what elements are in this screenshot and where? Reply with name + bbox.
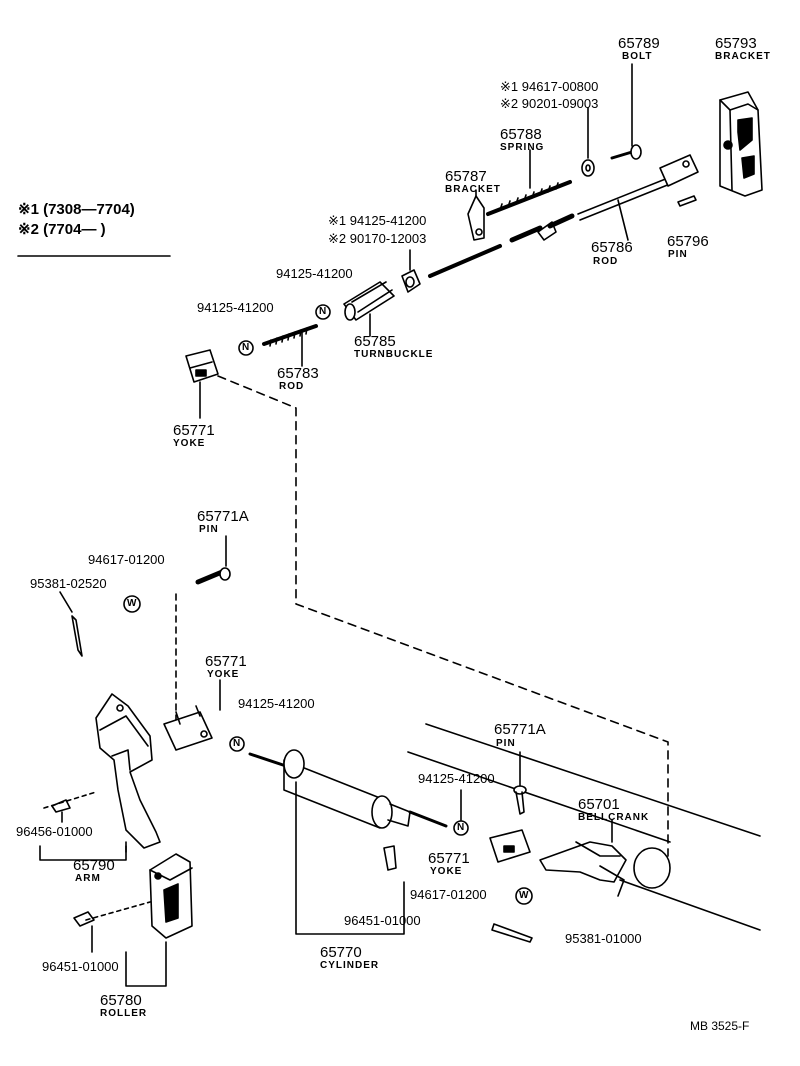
part-number-65771A-bot: 65771A <box>494 721 546 738</box>
legend-line-1: ※1 (7308—7704) <box>18 201 135 218</box>
washer-w-drawing-2 <box>515 887 533 905</box>
part-95381-01000: 95381-01000 <box>565 931 642 946</box>
part-name-rod-65786: ROD <box>593 256 619 267</box>
part-number-65701: 65701 <box>578 796 620 813</box>
washer-90201-drawing <box>581 159 595 177</box>
part-96451-01000-roller: 96451-01000 <box>42 959 119 974</box>
washer-mark-n-3: N <box>233 738 241 749</box>
pin-65771A-top-drawing <box>195 535 231 585</box>
part-name-yoke-top: YOKE <box>173 438 206 449</box>
part-number-65771A-top: 65771A <box>197 508 249 525</box>
washer-n-drawing-1 <box>315 304 331 320</box>
cotter-pin-95381-01000 <box>491 923 533 943</box>
part-name-roller: ROLLER <box>100 1008 148 1019</box>
turnbuckle-65785-drawing <box>343 281 395 337</box>
part-name-pin-65796: PIN <box>668 249 688 260</box>
pin-65771A-bot-drawing <box>513 751 527 815</box>
fitting-96456-drawing <box>51 799 71 813</box>
part-number-65771-top: 65771 <box>173 422 215 439</box>
washer-mark-n-2: N <box>242 342 250 353</box>
bolt-65789-drawing <box>610 63 642 160</box>
yoke-65771-mid-drawing <box>163 679 221 751</box>
part-name-rod-65783: ROD <box>279 381 305 392</box>
part-94125-41200-turnbuckle: 94125-41200 <box>276 266 353 281</box>
part-number-65785: 65785 <box>354 333 396 350</box>
washer-mark-n-4: N <box>457 822 465 833</box>
part-94617-01200-bot: 94617-01200 <box>410 887 487 902</box>
part-94125-41200-ref1: ※1 94125-41200 <box>328 213 427 228</box>
part-name-yoke-mid: YOKE <box>207 669 240 680</box>
bracket-65787-drawing <box>467 189 485 241</box>
part-number-65771-mid: 65771 <box>205 653 247 670</box>
washer-n-drawing-4 <box>453 820 469 836</box>
part-name-yoke-bot: YOKE <box>430 866 463 877</box>
washer-w-drawing-1 <box>123 595 141 613</box>
bellcrank-65701-drawing <box>407 723 761 931</box>
part-number-65787: 65787 <box>445 168 487 185</box>
part-number-65796: 65796 <box>667 233 709 250</box>
rod-65783-drawing <box>262 324 318 367</box>
bracket-65793-drawing <box>719 91 763 197</box>
washer-mark-w-2: W <box>519 890 529 901</box>
part-94617-00800: ※1 94617-00800 <box>500 79 599 94</box>
part-94617-01200-top: 94617-01200 <box>88 552 165 567</box>
part-number-65788: 65788 <box>500 126 542 143</box>
fitting-96451-cyl-drawing <box>383 845 397 871</box>
part-94125-41200-lower: 94125-41200 <box>418 771 495 786</box>
connection-dashed-main <box>217 375 669 857</box>
part-name-pin-top: PIN <box>199 524 219 535</box>
rod-65786-drawing <box>577 154 699 241</box>
diagram-code: MB 3525-F <box>690 1019 750 1033</box>
yoke-65771-top-drawing <box>185 349 219 419</box>
roller-65780-drawing <box>149 853 193 939</box>
washer-n-drawing-2 <box>238 340 254 356</box>
cotter-pin-95381-02520 <box>71 615 83 657</box>
part-name-arm: ARM <box>75 873 101 884</box>
part-number-65789: 65789 <box>618 35 660 52</box>
part-name-bellcrank: BELLCRANK <box>578 812 650 823</box>
part-number-65786: 65786 <box>591 239 633 256</box>
part-number-65783: 65783 <box>277 365 319 382</box>
part-number-65790: 65790 <box>73 857 115 874</box>
fitting-96451-left-drawing <box>73 911 95 927</box>
part-96456-01000: 96456-01000 <box>16 824 93 839</box>
part-95381-02520: 95381-02520 <box>30 576 107 591</box>
part-number-65793: 65793 <box>715 35 757 52</box>
part-94125-41200-rod: 94125-41200 <box>197 300 274 315</box>
part-name-cylinder: CYLINDER <box>320 960 380 971</box>
part-number-65771-bot: 65771 <box>428 850 470 867</box>
rod-segment-upper <box>509 225 543 243</box>
part-90170-12003: ※2 90170-12003 <box>328 231 427 246</box>
washer-n-drawing-3 <box>229 736 245 752</box>
part-name-bolt: BOLT <box>622 51 653 62</box>
part-96451-01000-cylinder: 96451-01000 <box>344 913 421 928</box>
part-name-pin-bot: PIN <box>496 738 516 749</box>
spring-65788-drawing <box>486 149 572 216</box>
part-number-65770: 65770 <box>320 944 362 961</box>
part-name-bracket-65793: BRACKET <box>715 51 771 62</box>
arm-65790-drawing <box>95 693 161 853</box>
part-name-spring: SPRING <box>500 142 545 153</box>
legend-line-2: ※2 (7704— ) <box>18 221 106 238</box>
part-name-bracket-65787: BRACKET <box>445 184 501 195</box>
part-number-65780: 65780 <box>100 992 142 1009</box>
part-name-turnbuckle: TURNBUCKLE <box>354 349 434 360</box>
washer-mark-n-1: N <box>319 306 327 317</box>
part-90201-09003: ※2 90201-09003 <box>500 96 599 111</box>
cylinder-65770-drawing <box>248 749 448 935</box>
part-94125-41200-cylinder: 94125-41200 <box>238 696 315 711</box>
nut-94125-drawing <box>401 269 421 293</box>
yoke-65771-bot-drawing <box>489 829 531 863</box>
pin-65796-drawing <box>677 195 697 207</box>
washer-mark-w-1: W <box>127 598 137 609</box>
